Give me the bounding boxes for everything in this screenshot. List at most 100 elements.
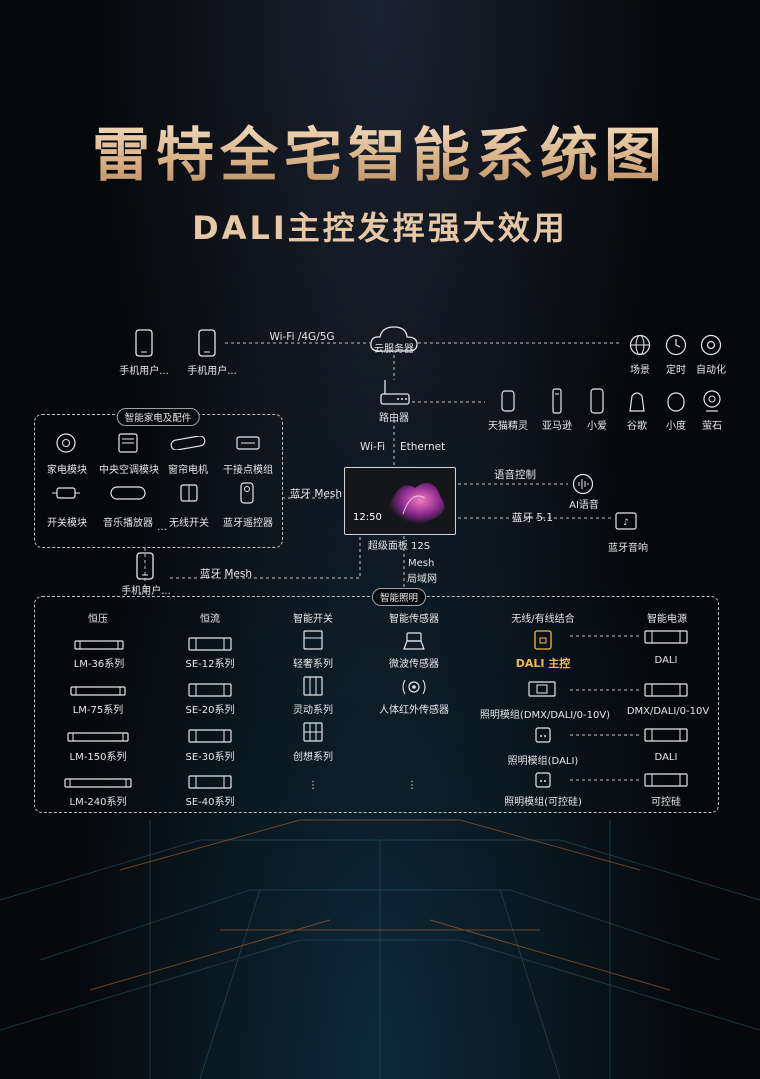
google-label: 谷歌 (627, 421, 647, 432)
router-label: 路由器 (379, 413, 409, 424)
clock-icon (665, 334, 687, 356)
header-smart-switch: 智能开关 (293, 614, 333, 625)
ezviz-camera-icon (703, 390, 721, 412)
header-wireless-wired: 无线/有线结合 (511, 614, 575, 625)
super-panel-label: 超级面板 12S (367, 541, 431, 552)
power-dali-label: DALI (654, 655, 678, 666)
dali-master-label: DALI 主控 (515, 657, 571, 670)
music-player-icon (110, 486, 146, 500)
wifi-label: Wi-Fi (360, 441, 386, 453)
microwave-sensor-label: 微波传感器 (389, 659, 439, 670)
page-title: 雷特全宅智能系统图 (0, 108, 760, 192)
timer-label: 定时 (666, 365, 686, 376)
dynamic-series-label: 灵动系列 (293, 705, 333, 716)
lighting-module-scr-icon (535, 772, 551, 788)
ezviz-label: 萤石 (702, 421, 722, 432)
cloud-icon (370, 326, 418, 352)
wifi-4g-5g-label: Wi-Fi /4G/5G (269, 331, 335, 343)
pir-sensor-label: 人体红外传感器 (379, 705, 449, 716)
svg-text:♪: ♪ (623, 518, 629, 528)
lm150-label: LM-150系列 (69, 752, 127, 763)
luxury-series-label: 轻奢系列 (293, 659, 333, 670)
driver-strip-icon (67, 732, 129, 742)
phone-icon (136, 552, 154, 580)
luxury-switch-icon (303, 630, 323, 650)
switches-more: ⋮ (308, 780, 318, 791)
lighting-module-scr-label: 照明模组(可控硅) (504, 797, 582, 808)
driver-strip-icon (70, 686, 126, 696)
pir-sensor-icon (402, 679, 426, 695)
se30-label: SE-30系列 (185, 752, 235, 763)
xiaodu-speaker-icon (667, 392, 685, 412)
lighting-module-dmx-label: 照明模组(DMX/DALI/0-10V) (479, 710, 611, 721)
lighting-module-dali-label: 照明模组(DALI) (507, 756, 579, 767)
se40-label: SE-40系列 (185, 797, 235, 808)
dry-contact-module-label: 干接点模组 (223, 465, 273, 476)
bluetooth-51-label: 蓝牙 5.1 (512, 512, 554, 524)
dynamic-switch-icon (303, 676, 323, 696)
driver-box-icon (188, 729, 232, 743)
super-panel-12s[interactable]: 12:50 (344, 467, 456, 535)
central-ac-module-icon (118, 433, 138, 453)
power-supply-icon (644, 683, 688, 697)
cloud-server-label: 云服务器 (374, 344, 414, 355)
lan-label: 局域网 (407, 574, 437, 585)
amazon-echo-icon (552, 388, 562, 414)
music-player-label: 音乐播放器 (103, 518, 153, 529)
driver-strip-icon (74, 640, 124, 650)
central-ac-module-label: 中央空调模块 (99, 465, 159, 476)
header-constant-voltage: 恒压 (88, 614, 108, 625)
appliance-module-icon (56, 433, 76, 453)
power-scr-label: 可控硅 (651, 797, 681, 808)
bluetooth-remote-icon (240, 482, 254, 504)
ai-voice-label: AI语音 (569, 500, 599, 511)
voice-control-label: 语音控制 (494, 469, 536, 481)
smart-lighting-tag: 智能照明 (371, 588, 427, 606)
lighting-module-dmx-icon (528, 681, 556, 697)
amazon-label: 亚马逊 (542, 421, 572, 432)
phone-icon (135, 329, 153, 357)
ai-voice-icon (572, 473, 594, 495)
driver-strip-icon (64, 778, 132, 788)
driver-box-icon (188, 775, 232, 789)
dali-master-icon (534, 630, 552, 650)
creative-series-label: 创想系列 (293, 752, 333, 763)
switch-module-icon (52, 487, 80, 499)
phone-icon (198, 329, 216, 357)
lighting-module-dali-icon (535, 727, 551, 743)
phone-user-label-3: 手机用户... (121, 586, 171, 597)
creative-switch-icon (303, 722, 323, 742)
sensors-more: ⋮ (407, 780, 417, 791)
ethernet-label: Ethernet (400, 441, 446, 453)
dry-contact-module-icon (236, 436, 260, 450)
wireless-switch-label: 无线开关 (169, 518, 209, 529)
automation-icon (700, 334, 722, 356)
power-dmx-label: DMX/DALI/0-10V (626, 706, 710, 717)
lm240-label: LM-240系列 (69, 797, 127, 808)
driver-box-icon (188, 683, 232, 697)
curtain-motor-icon (170, 436, 206, 450)
appliance-module-label: 家电模块 (47, 465, 87, 476)
power-supply-icon (644, 728, 688, 742)
microwave-sensor-icon (403, 632, 425, 650)
phone-user-label-1: 手机用户... (119, 366, 169, 377)
scene-label: 场景 (630, 365, 650, 376)
bluetooth-mesh-label-bottom: 蓝牙 Mesh (200, 568, 252, 580)
header-constant-current: 恒流 (200, 614, 220, 625)
xiaoai-speaker-icon (590, 388, 604, 414)
lm75-label: LM-75系列 (72, 705, 124, 716)
smart-lighting-group (34, 596, 719, 813)
appliances-more: ··· (157, 525, 167, 536)
page-subtitle: DALI主控发挥强大效用 (192, 209, 568, 247)
lm36-label: LM-36系列 (73, 659, 125, 670)
router-icon (380, 380, 410, 405)
tmall-genie-label: 天猫精灵 (488, 421, 528, 432)
switch-module-label: 开关模块 (47, 518, 87, 529)
scene-globe-icon (629, 334, 651, 356)
panel-time: 12:50 (353, 512, 382, 523)
panel-screen-art (385, 482, 445, 527)
bluetooth-mesh-label-left: 蓝牙 Mesh (290, 488, 342, 500)
header-smart-sensor: 智能传感器 (389, 614, 439, 625)
bluetooth-speaker-label: 蓝牙音响 (608, 543, 648, 554)
